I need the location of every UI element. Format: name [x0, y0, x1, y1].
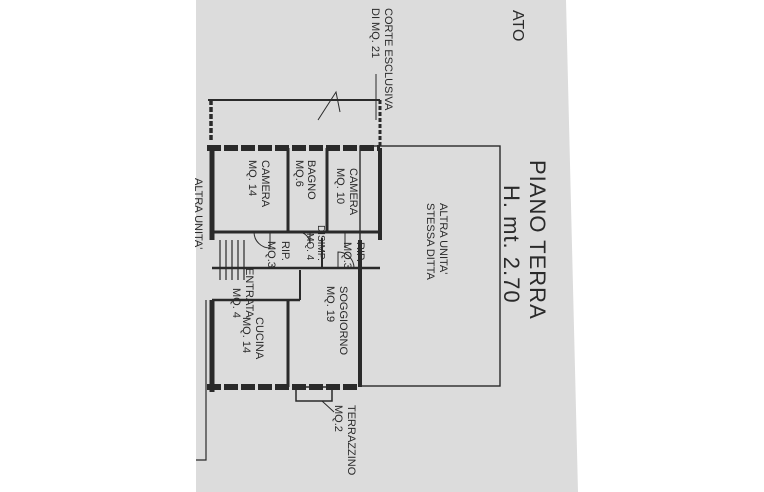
room-name: RIP.	[279, 241, 291, 261]
room-area: MQ. 14	[240, 317, 252, 353]
plan-title: PIANO TERRA	[525, 160, 550, 320]
room-area: MQ. 19	[324, 286, 336, 322]
plan-height: H. mt. 2.70	[499, 185, 524, 304]
other-unit-label: ALTRA UNITA'	[437, 203, 449, 274]
room-name: CAMERA	[347, 168, 359, 216]
room-area: MQ.3	[341, 242, 353, 269]
room-area: MQ.6	[293, 160, 305, 187]
doors	[253, 231, 355, 269]
room-camera-1: CAMERA MQ. 14	[246, 160, 271, 208]
room-name: CAMERA	[259, 160, 271, 208]
room-area: MQ.3	[265, 241, 277, 268]
interior-walls	[212, 148, 380, 387]
room-area: MQ. 4	[230, 288, 242, 318]
room-area: MQ. 10	[334, 168, 346, 204]
room-camera-2: CAMERA MQ. 10	[334, 168, 359, 216]
room-cucina: CUCINA MQ. 14	[240, 317, 265, 360]
corte-label: CORTE ESCLUSIVA	[382, 8, 394, 111]
room-area: MQ. 4	[304, 233, 315, 261]
sheet-top-text: ATO	[509, 10, 526, 41]
room-name: SOGGIORNO	[337, 286, 349, 356]
terrazzino-leader	[321, 400, 335, 413]
paper-sheet	[196, 0, 578, 492]
room-name: BAGNO	[305, 160, 317, 200]
room-rip-1: RIP. MQ.3	[265, 241, 291, 268]
room-name: DISIMP.	[315, 225, 326, 261]
terrazzino-label: TERRAZZINO	[345, 405, 357, 476]
room-name: CUCINA	[253, 317, 265, 360]
room-bagno: BAGNO MQ.6	[293, 160, 317, 200]
room-rip-2: RIP. MQ.3	[341, 242, 366, 269]
courtyard	[208, 90, 382, 146]
terrazzino-area: MQ.2	[332, 405, 344, 432]
corte-area: DI MQ. 21	[369, 8, 381, 58]
room-disimp: DISIMP. MQ. 4	[304, 225, 326, 261]
other-unit-label-2: STESSA DITTA	[424, 203, 436, 280]
room-entrata: ENTRATA MQ. 4	[230, 268, 255, 318]
left-unit-label: ALTRA UNITA'	[192, 178, 204, 249]
room-name: RIP.	[354, 242, 366, 262]
left-unit-wall	[196, 300, 207, 461]
room-name: ENTRATA	[243, 268, 255, 318]
apartment-walls	[207, 145, 382, 392]
room-soggiorno: SOGGIORNO MQ. 19	[324, 286, 349, 356]
terrazzino-balcony	[295, 386, 333, 402]
room-area: MQ. 14	[246, 160, 258, 196]
